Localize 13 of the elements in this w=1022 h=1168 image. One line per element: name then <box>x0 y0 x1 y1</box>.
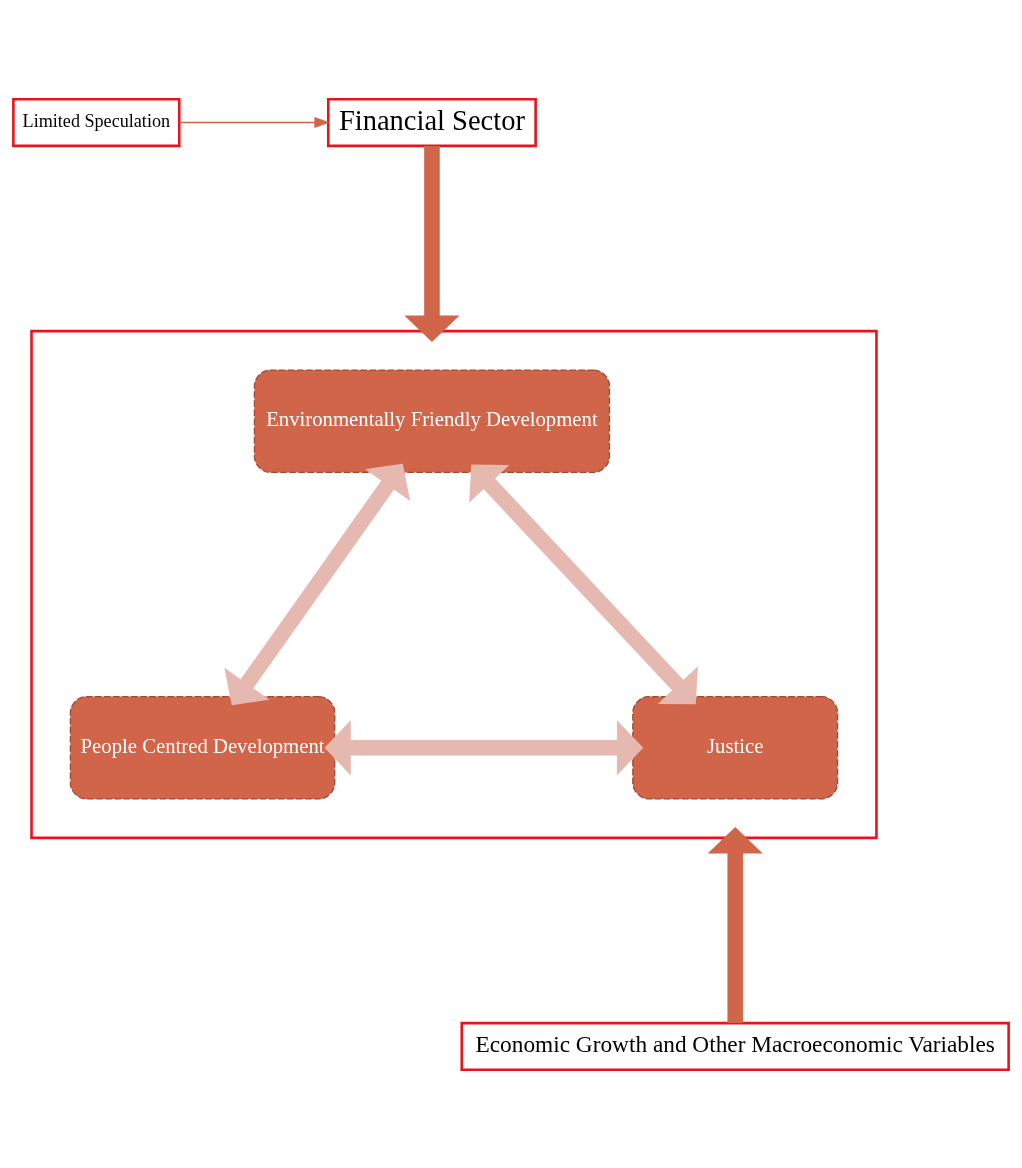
arrow <box>404 145 460 342</box>
node-box: Financial Sector <box>327 97 537 147</box>
node-box: Environmentally Friendly Development <box>253 368 611 473</box>
arrow <box>224 463 411 705</box>
cluster <box>30 329 878 839</box>
arrow <box>324 719 644 775</box>
node-box: Justice <box>632 695 839 800</box>
node-box: People Centred Development <box>69 695 336 800</box>
node-box: Economic Growth and Other Macroeconomic Variables <box>460 1021 1010 1071</box>
arrow <box>178 116 330 128</box>
node-box: Limited Speculation <box>12 97 181 147</box>
arrow <box>707 826 763 1023</box>
arrow <box>469 464 698 704</box>
